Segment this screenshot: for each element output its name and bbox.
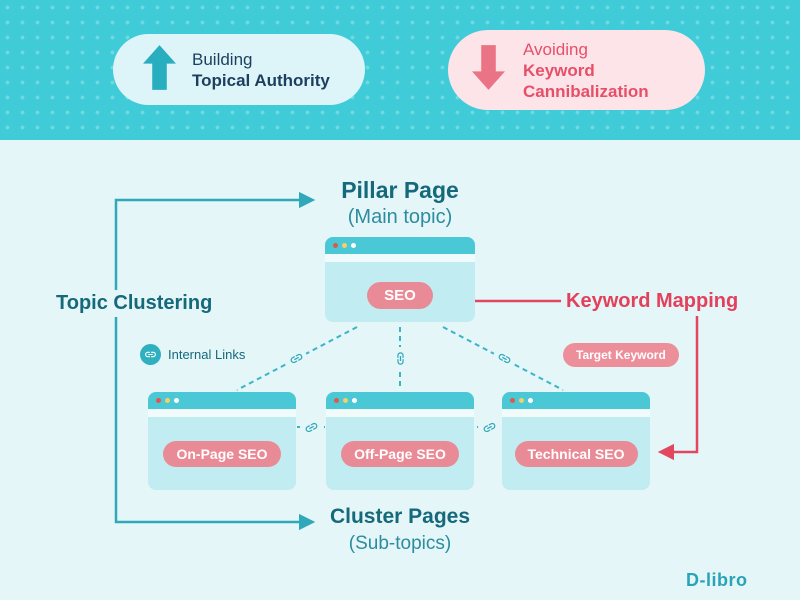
avoiding-keyword-cannibalization-badge: Avoiding Keyword Cannibalization (448, 30, 705, 110)
seo-badge: SEO (367, 281, 433, 309)
link-icon (478, 416, 500, 438)
window-dot-yellow (342, 243, 347, 248)
link-icon (285, 347, 307, 369)
off-page-seo-badge: Off-Page SEO (341, 440, 459, 467)
avoiding-badge-text: Avoiding Keyword Cannibalization (523, 39, 688, 102)
cluster-pages-subtitle: (Sub-topics) (348, 533, 452, 554)
keyword-mapping-arrow-to-technical-seo (657, 316, 699, 461)
window-dot-white (351, 243, 356, 248)
cluster-window-on-page-seo: On-Page SEO (148, 392, 296, 490)
building-line2: Topical Authority (192, 70, 330, 90)
building-topical-authority-badge: Building Topical Authority (113, 34, 365, 105)
cluster-window-technical-seo: Technical SEO (502, 392, 650, 490)
top-banner: Building Topical Authority Avoiding Keyw… (0, 0, 800, 140)
pillar-page-window: SEO (325, 237, 475, 322)
target-keyword-badge: Target Keyword (563, 343, 679, 367)
browser-header (326, 392, 474, 409)
pillar-page-title: Pillar Page (341, 177, 459, 203)
window-dot-red (510, 398, 515, 403)
window-dot-red (333, 243, 338, 248)
window-dot-white (352, 398, 357, 403)
on-page-seo-badge: On-Page SEO (163, 440, 281, 467)
browser-header (148, 392, 296, 409)
cluster-pages-title: Cluster Pages (329, 505, 471, 528)
link-icon (389, 347, 411, 369)
up-arrow-icon (143, 44, 176, 95)
pillar-page-subtitle: (Main topic) (347, 206, 453, 228)
browser-toolbar (326, 409, 474, 417)
browser-header (502, 392, 650, 409)
internal-links-label: Internal Links (140, 344, 245, 365)
link-icon (300, 416, 322, 438)
window-dot-white (174, 398, 179, 403)
browser-body: Off-Page SEO (326, 417, 474, 490)
browser-toolbar (325, 254, 475, 262)
browser-toolbar (148, 409, 296, 417)
window-dot-red (156, 398, 161, 403)
window-dot-yellow (343, 398, 348, 403)
dlibro-logo: D-libro (686, 570, 748, 590)
browser-header (325, 237, 475, 254)
internal-links-text: Internal Links (168, 347, 246, 362)
window-dot-white (528, 398, 533, 403)
building-badge-text: Building Topical Authority (192, 49, 330, 91)
browser-body: SEO (325, 262, 475, 322)
building-line1: Building (192, 49, 253, 69)
keyword-mapping-label: Keyword Mapping (566, 290, 739, 312)
down-arrow-icon (472, 45, 505, 95)
avoiding-line2: Keyword Cannibalization (523, 60, 649, 101)
link-icon (493, 347, 515, 369)
link-icon (140, 344, 161, 365)
window-dot-red (334, 398, 339, 403)
browser-body: Technical SEO (502, 417, 650, 490)
window-dot-yellow (519, 398, 524, 403)
cluster-window-off-page-seo: Off-Page SEO (326, 392, 474, 490)
avoiding-line1: Avoiding (523, 39, 588, 59)
technical-seo-badge: Technical SEO (514, 440, 638, 467)
topic-clustering-label: Topic Clustering (50, 290, 219, 317)
browser-toolbar (502, 409, 650, 417)
window-dot-yellow (165, 398, 170, 403)
browser-body: On-Page SEO (148, 417, 296, 490)
